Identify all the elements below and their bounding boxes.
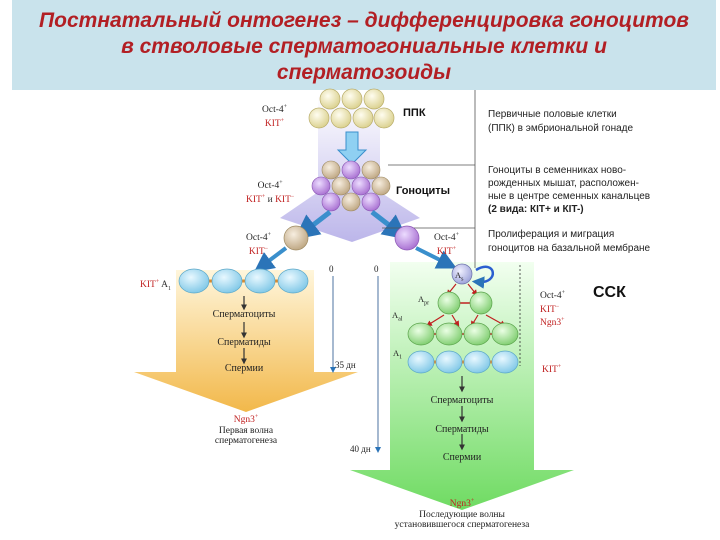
- title-line-3: сперматозоиды: [276, 61, 452, 84]
- title-banner: Постнатальный онтогенез – дифференцировк…: [12, 0, 716, 90]
- marker-ppk: Oct-4+ KIT+: [262, 104, 288, 130]
- ppk-cells: [308, 88, 395, 129]
- apr-cells: [437, 291, 493, 315]
- gonocytes-label: Гоноциты: [396, 185, 451, 197]
- right-spermatids: Сперматиды: [435, 424, 489, 435]
- aal-cells: [407, 322, 519, 346]
- gonocyte-cells: [311, 160, 391, 212]
- left-day-0: 0: [329, 264, 334, 274]
- marker-right-gonocyte: Oct-4+ KIT+: [434, 232, 460, 258]
- title-line-2: в стволовые сперматогониальные клетки и: [121, 35, 607, 58]
- right-day-40: 40 дн: [350, 444, 371, 454]
- left-orange-arrow: [134, 270, 358, 412]
- title-line-1: Постнатальный онтогенез – дифференцировк…: [39, 9, 689, 32]
- note-proliferation: Пролиферация и миграция гоноцитов на баз…: [488, 229, 651, 254]
- right-a1-label: A1: [393, 348, 403, 361]
- right-day-0: 0: [374, 264, 379, 274]
- left-spermatocytes: Сперматоциты: [212, 309, 276, 320]
- left-spermatogonia-row: [178, 268, 309, 294]
- as-cell: [451, 263, 473, 285]
- ppk-label: ППК: [403, 107, 426, 119]
- aal-label: Aal: [392, 310, 403, 323]
- left-sperm: Спермии: [224, 363, 264, 374]
- kit-pos-gonocyte: [394, 225, 420, 251]
- right-spermatocytes: Сперматоциты: [430, 395, 494, 406]
- marker-gonocytes: Oct-4+ KIT+ и KIT−: [246, 180, 295, 206]
- note-gonocytes: Гоноциты в семенниках ново- рожденных мы…: [488, 165, 651, 215]
- left-caption: Ngn3+ Первая волна сперматогенеза: [214, 414, 278, 447]
- kit-neg-gonocyte: [283, 225, 309, 251]
- right-sperm: Спермии: [442, 452, 482, 463]
- ssc-markers: Oct-4+ KIT− Ngn3+: [540, 290, 566, 329]
- self-renewal-arrow: [471, 265, 495, 289]
- ppk-to-gonocytes-arrow: [336, 131, 368, 165]
- right-caption: Ngn3+ Последующие волны установившегося …: [394, 498, 530, 531]
- left-kit-a1-label: KIT+ A1: [140, 279, 171, 293]
- as-label: As: [455, 270, 464, 283]
- left-spermatids: Сперматиды: [217, 337, 271, 348]
- marker-left-gonocyte: Oct-4+ KIT−: [246, 232, 272, 258]
- left-day-35: 35 дн: [335, 360, 356, 370]
- split-arrow-right: [370, 210, 408, 240]
- right-kit-label: KIT+: [542, 364, 562, 376]
- apr-label: Apr: [418, 294, 430, 307]
- note-ppk: Первичные половые клетки (ППК) в эмбрион…: [488, 109, 634, 134]
- ssc-label: ССК: [593, 284, 626, 301]
- right-a1-row: [407, 350, 519, 374]
- split-arrow-left: [294, 210, 332, 240]
